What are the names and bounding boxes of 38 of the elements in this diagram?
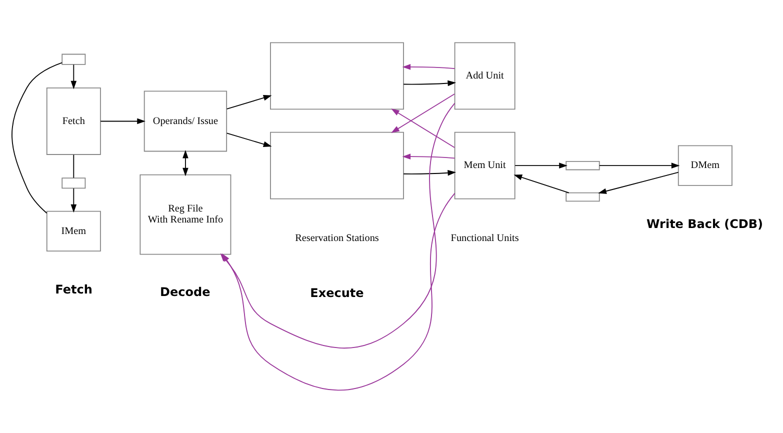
arrow	[598, 172, 679, 194]
arrow	[100, 118, 146, 124]
label: Execute	[310, 286, 364, 300]
connector	[12, 62, 62, 214]
label: Write Back (CDB)	[646, 216, 764, 231]
arrow	[70, 188, 77, 213]
node-box	[566, 160, 600, 170]
node-box: IMem	[46, 210, 101, 252]
node-box	[62, 54, 86, 65]
node-box	[270, 132, 404, 200]
arrow	[514, 162, 568, 168]
arrow	[598, 162, 680, 168]
arrow	[403, 170, 456, 176]
node-box	[566, 192, 600, 202]
arrow	[226, 95, 272, 110]
node-box: Reg File With Rename Info	[140, 174, 232, 255]
arrow	[70, 64, 77, 90]
node-box: Operands/ Issue	[144, 90, 228, 152]
arrow	[226, 132, 272, 147]
node-box: Add Unit	[454, 42, 516, 110]
node-label: Reservation Stations	[295, 233, 379, 244]
arrow	[402, 154, 456, 160]
arrow	[403, 80, 456, 86]
node-box	[62, 178, 86, 189]
node-box: Fetch	[46, 88, 101, 155]
node-box: Mem Unit	[454, 132, 516, 200]
node-label: Functional Units	[450, 233, 519, 244]
arrow	[402, 64, 456, 70]
node-box	[270, 42, 404, 110]
label: Decode	[160, 285, 210, 300]
arrow	[182, 150, 188, 176]
arrow	[514, 174, 570, 194]
arrow	[222, 192, 456, 391]
arrow	[391, 108, 455, 148]
arrow	[391, 94, 455, 133]
node-box: DMem	[678, 145, 732, 186]
label: Fetch	[55, 282, 92, 296]
connector	[73, 154, 74, 178]
